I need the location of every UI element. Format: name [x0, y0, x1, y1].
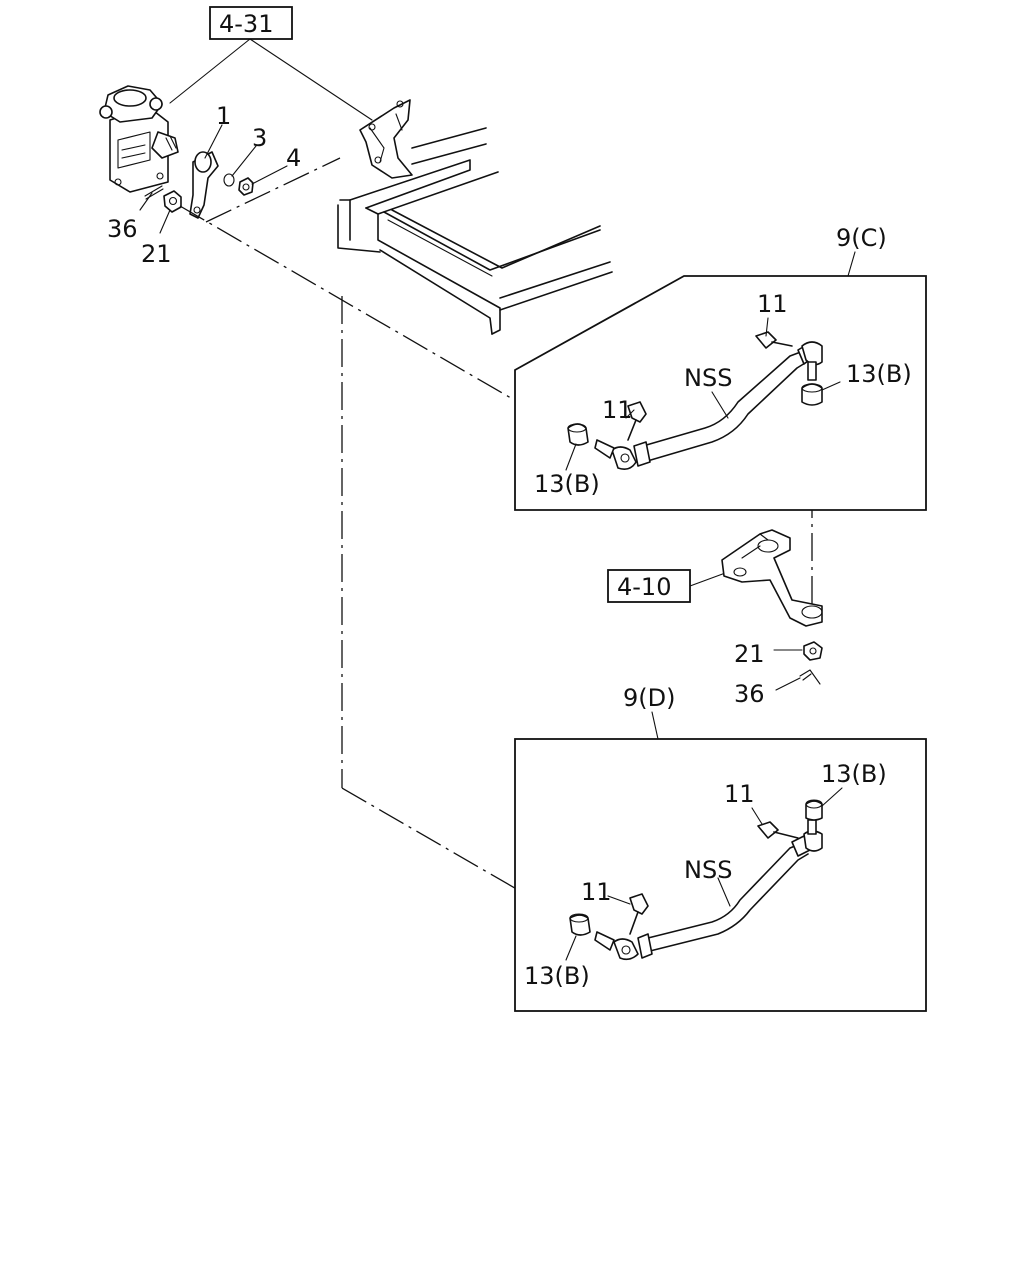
group-box-9c: 9(C) 11 11 — [514, 224, 927, 511]
castle-nut-mid — [803, 641, 823, 661]
part-label-11-9d-right: 11 — [724, 780, 755, 808]
part-label-11-9c-left: 11 — [602, 396, 633, 424]
part-label-21-top: 21 — [141, 240, 172, 268]
part-label-11-9c-right: 11 — [757, 290, 788, 318]
dust-cover-9c-right — [801, 383, 823, 406]
reference-box-4-10: 4-10 — [607, 569, 729, 603]
dust-cover-9d-right — [805, 799, 823, 821]
part-label-nss-9d: NSS — [684, 856, 732, 884]
reference-box-4-31: 4-31 — [169, 6, 373, 121]
reference-label-4-10: 4-10 — [617, 573, 671, 601]
reference-label-4-31: 4-31 — [219, 10, 273, 38]
castle-nut-top — [163, 190, 182, 213]
steering-gear-box — [99, 85, 179, 193]
part-label-3: 3 — [252, 124, 267, 152]
cotter-pin-mid — [799, 669, 821, 685]
nut-part-4 — [238, 177, 254, 196]
part-label-36-mid: 36 — [734, 680, 765, 708]
part-label-36-top: 36 — [107, 215, 138, 243]
part-label-13b-9d-right: 13(B) — [821, 760, 887, 788]
pitman-arm — [189, 151, 219, 219]
group-box-9d: 9(D) 13(B) 11 — [514, 684, 927, 1012]
part-label-13b-9c-left: 13(B) — [534, 470, 600, 498]
part-label-1: 1 — [216, 102, 231, 130]
chassis-frame — [337, 99, 613, 335]
part-label-nss-9c: NSS — [684, 364, 732, 392]
part-label-13b-9c-right: 13(B) — [846, 360, 912, 388]
dust-cover-9c-left — [567, 423, 589, 446]
part-label-13b-9d-left: 13(B) — [524, 962, 590, 990]
group-label-9d: 9(D) — [623, 684, 675, 712]
idler-arm — [721, 529, 823, 627]
lock-washer — [223, 173, 235, 187]
part-label-11-9d-left: 11 — [581, 878, 612, 906]
part-label-21-mid: 21 — [734, 640, 765, 668]
dust-cover-9d-left — [569, 913, 591, 936]
part-label-4: 4 — [286, 144, 301, 172]
group-label-9c: 9(C) — [836, 224, 887, 252]
